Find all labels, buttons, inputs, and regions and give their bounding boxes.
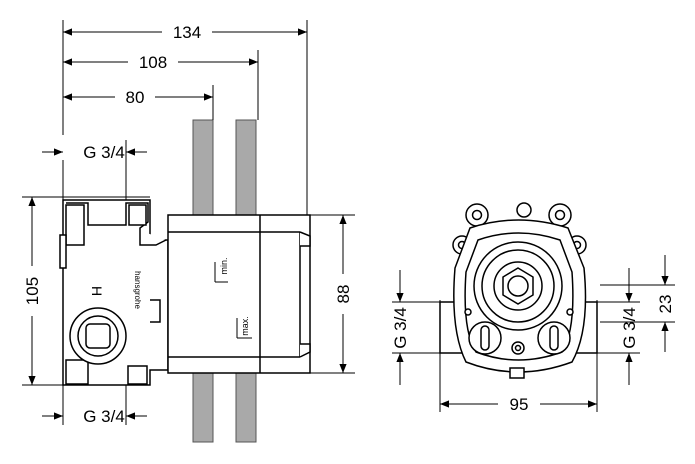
brand-text: hansgrohe [133,271,142,309]
dim-108-label: 108 [139,53,167,72]
dim-23-label: 23 [656,295,675,314]
side-view: 134 108 80 G 3/4 G 3/4 [22,20,355,443]
dim-thread-bottom: G 3/4 [42,407,147,426]
thread-bottom-label: G 3/4 [83,407,125,426]
dim-body-height: 88 [334,215,353,373]
dim-width: 95 [440,395,597,414]
valve-body-front [439,202,598,379]
dim-95-label: 95 [510,395,529,414]
dim-thread-right: G 3/4 [620,268,639,385]
front-view: 95 G 3/4 G 3/4 23 [391,202,675,414]
dim-depth-mid: 108 [63,53,258,72]
dim-thread-top: G 3/4 [42,143,147,162]
dim-thread-left: G 3/4 [391,270,410,385]
dim-height: 105 [23,197,42,385]
dim-depth-min: 80 [63,88,213,107]
thread-top-label: G 3/4 [83,143,125,162]
max-label: max. [240,316,250,336]
wall-markers: min. max. [214,257,252,339]
min-label: min. [219,257,229,274]
dim-105-label: 105 [23,277,42,305]
inlet-port [69,307,127,365]
dim-134-label: 134 [173,23,201,42]
thread-left-label: G 3/4 [391,307,410,349]
hot-mark: H [89,286,105,296]
dim-88-label: 88 [334,285,353,304]
dim-offset-right: 23 [656,255,675,352]
dim-overall-depth: 134 [63,23,307,42]
dim-80-label: 80 [126,88,145,107]
thread-right-label: G 3/4 [620,307,639,349]
